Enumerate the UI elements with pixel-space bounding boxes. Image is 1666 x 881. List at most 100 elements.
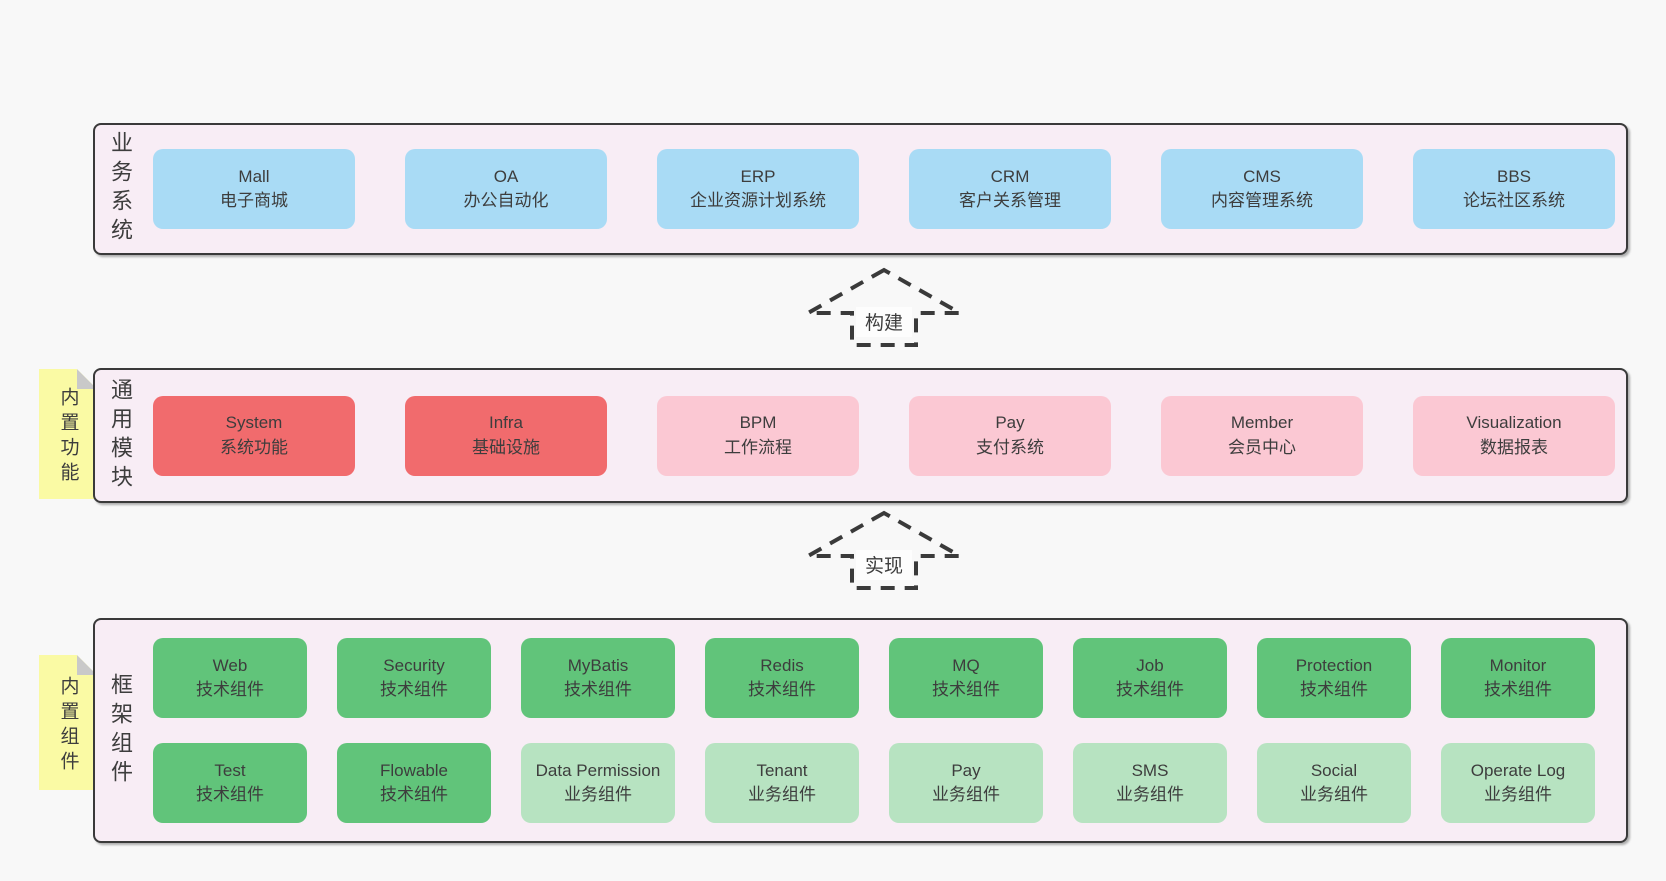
box-member: Member 会员中心 (1161, 395, 1363, 476)
box-title: Security (383, 655, 445, 675)
box-erp: ERP 企业资源计划系统 (657, 149, 859, 229)
box-tenant: Tenant 业务组件 (705, 743, 859, 823)
box-subtitle: 业务组件 (1484, 785, 1552, 804)
box-subtitle: 业务组件 (748, 785, 816, 804)
box-subtitle: 客户关系管理 (959, 191, 1061, 210)
layer-boxes: System 系统功能 Infra 基础设施 BPM 工作流程 Pay 支付系统 Member 会… (153, 370, 1620, 501)
box-subtitle: 数据报表 (1480, 437, 1548, 457)
box-subtitle: 技术组件 (1116, 680, 1184, 699)
note-text: 内置组件 (57, 675, 79, 776)
box-title: BBS (1496, 166, 1532, 186)
implement-arrow-icon: 实现 (800, 510, 968, 590)
box-title: Job (1136, 655, 1164, 675)
box-title: ERP (740, 166, 776, 186)
box-monitor: Monitor 技术组件 (1441, 638, 1595, 718)
box-subtitle: 办公自动化 (463, 191, 549, 210)
box-subtitle: 工作流程 (724, 437, 792, 457)
box-protection: Protection 技术组件 (1257, 638, 1411, 718)
box-subtitle: 技术组件 (932, 680, 1000, 699)
box-title: SMS (1131, 760, 1169, 780)
box-title: CMS (1243, 166, 1281, 186)
box-title: Member (1230, 413, 1294, 433)
box-subtitle: 技术组件 (1484, 680, 1552, 699)
box-pay: Pay 业务组件 (889, 743, 1043, 823)
layer-boxes: Mall 电子商城 OA 办公自动化 ERP 企业资源计划系统 CRM 客户关系管理 CMS 内容… (153, 125, 1620, 253)
box-subtitle: 业务组件 (932, 785, 1000, 804)
box-subtitle: 电子商城 (220, 191, 288, 210)
box-title: Operate Log (1470, 760, 1566, 780)
box-mq: MQ 技术组件 (889, 638, 1043, 718)
box-title: System (225, 413, 283, 433)
box-subtitle: 技术组件 (748, 680, 816, 699)
box-title: Monitor (1489, 655, 1547, 675)
sticky-note-built-in-features: 内置功能 (39, 369, 97, 499)
box-subtitle: 内容管理系统 (1211, 191, 1313, 210)
box-title: OA (493, 166, 519, 186)
box-row: System 系统功能 Infra 基础设施 BPM 工作流程 Pay 支付系统 Member 会… (153, 395, 1620, 476)
box-title: Mall (238, 166, 270, 186)
box-subtitle: 技术组件 (1300, 680, 1368, 699)
build-arrow-icon: 构建 (800, 267, 968, 347)
box-title: Infra (488, 413, 524, 433)
box-title: BPM (739, 413, 777, 433)
box-web: Web 技术组件 (153, 638, 307, 718)
box-sms: SMS 业务组件 (1073, 743, 1227, 823)
box-data-permission: Data Permission 业务组件 (521, 743, 675, 823)
box-subtitle: 技术组件 (564, 680, 632, 699)
box-title: Protection (1295, 655, 1373, 675)
box-subtitle: 会员中心 (1228, 437, 1296, 457)
box-subtitle: 技术组件 (196, 785, 264, 804)
box-title: Redis (760, 655, 804, 675)
box-title: Pay (951, 760, 981, 780)
box-row: Mall 电子商城 OA 办公自动化 ERP 企业资源计划系统 CRM 客户关系管理 CMS 内容… (153, 149, 1620, 229)
note-text: 内置功能 (57, 387, 79, 487)
box-infra: Infra 基础设施 (405, 395, 607, 476)
box-mall: Mall 电子商城 (153, 149, 355, 229)
box-system: System 系统功能 (153, 395, 355, 476)
box-title: MQ (952, 655, 980, 675)
box-subtitle: 论坛社区系统 (1463, 191, 1565, 210)
box-subtitle: 业务组件 (564, 785, 632, 804)
box-crm: CRM 客户关系管理 (909, 149, 1111, 229)
box-title: Data Permission (535, 760, 661, 780)
box-subtitle: 支付系统 (976, 437, 1044, 457)
box-subtitle: 业务组件 (1300, 785, 1368, 804)
box-subtitle: 系统功能 (220, 437, 288, 457)
box-flowable: Flowable 技术组件 (337, 743, 491, 823)
box-subtitle: 基础设施 (472, 437, 540, 457)
box-cms: CMS 内容管理系统 (1161, 149, 1363, 229)
box-title: Web (212, 655, 248, 675)
box-pay: Pay 支付系统 (909, 395, 1111, 476)
box-bbs: BBS 论坛社区系统 (1413, 149, 1615, 229)
box-subtitle: 业务组件 (1116, 785, 1184, 804)
layer-business-systems: 业务系统 Mall 电子商城 OA 办公自动化 ERP 企业资源计划系统 CRM 客户关系管理… (93, 123, 1628, 255)
box-title: Test (214, 760, 246, 780)
box-operate-log: Operate Log 业务组件 (1441, 743, 1595, 823)
arrow-label: 实现 (865, 555, 903, 577)
box-visualization: Visualization 数据报表 (1413, 395, 1615, 476)
layer-label: 业务系统 (108, 131, 133, 247)
box-subtitle: 企业资源计划系统 (690, 191, 826, 210)
box-title: Pay (995, 413, 1025, 433)
box-job: Job 技术组件 (1073, 638, 1227, 718)
box-subtitle: 技术组件 (380, 785, 448, 804)
box-title: Flowable (379, 760, 449, 780)
box-title: Visualization (1466, 413, 1562, 433)
layer-label: 框架组件 (108, 672, 133, 789)
box-subtitle: 技术组件 (380, 680, 448, 699)
box-title: Tenant (756, 760, 808, 780)
box-title: CRM (990, 166, 1030, 186)
box-bpm: BPM 工作流程 (657, 395, 859, 476)
sticky-note-built-in-components: 内置组件 (39, 655, 97, 790)
box-test: Test 技术组件 (153, 743, 307, 823)
box-security: Security 技术组件 (337, 638, 491, 718)
box-subtitle: 技术组件 (196, 680, 264, 699)
